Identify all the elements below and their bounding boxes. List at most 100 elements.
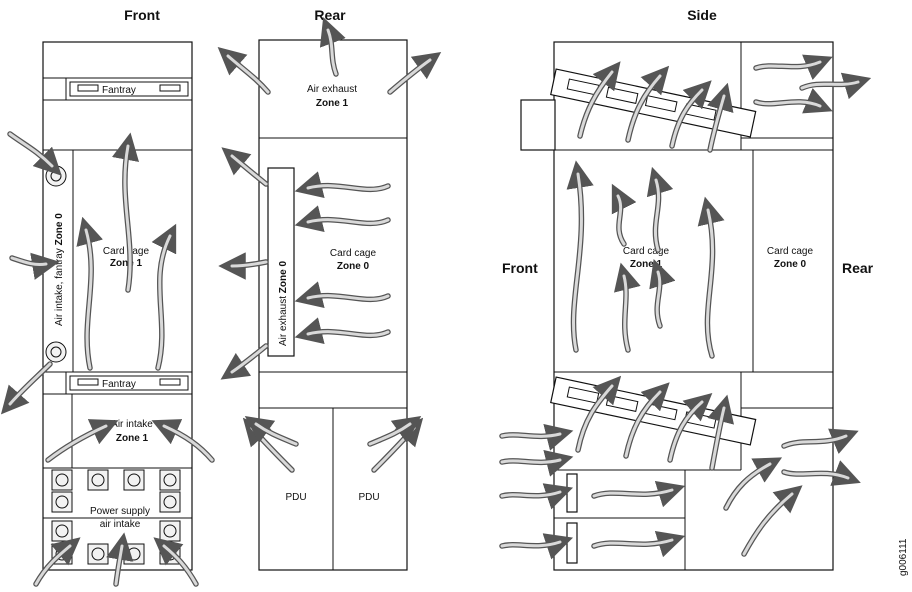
- airflow-arrow: [697, 196, 725, 359]
- front-fantray-top-label: Fantray: [102, 85, 136, 96]
- airflow-arrow: [76, 216, 103, 371]
- side-view: Side Card cage Zone 1: [502, 7, 874, 571]
- side-card-cage-1-label: Card cage: [623, 246, 670, 257]
- rear-view: Rear Air exhaust Zone 0 Air exhaust Zone…: [258, 7, 408, 571]
- airflow-arrows: [0, 17, 872, 587]
- front-chassis: [42, 41, 193, 571]
- front-side-label: Air intake, fantray Zone 0: [54, 213, 65, 326]
- airflow-arrow: [591, 480, 686, 508]
- airflow-arrow: [575, 375, 622, 453]
- airflow-arrow: [781, 460, 861, 486]
- rear-side-label: Air exhaust Zone 0: [278, 261, 289, 346]
- side-front-handle: [520, 99, 556, 151]
- airflow-arrow: [9, 252, 60, 280]
- airflow-arrow: [319, 17, 346, 77]
- airflow-arrow: [753, 54, 833, 80]
- fan-icon: [51, 469, 73, 491]
- fan-icon: [159, 520, 181, 542]
- airflow-arrow: [577, 61, 621, 139]
- airflow-arrow: [499, 449, 574, 477]
- rear-pdu-left-label: PDU: [285, 492, 306, 503]
- rear-pdu-right-label: PDU: [358, 492, 379, 503]
- airflow-arrow: [799, 72, 872, 100]
- airflow-arrow: [151, 223, 177, 371]
- airflow-arrow: [753, 88, 833, 114]
- airflow-arrow: [153, 537, 199, 587]
- airflow-arrow: [218, 252, 269, 280]
- airflow-arrow: [0, 361, 53, 415]
- airflow-arrow: [387, 52, 442, 95]
- front-view: Front Fantray Fantray: [42, 7, 193, 571]
- side-psu-handle-bottom: [566, 522, 578, 564]
- side-front-label: Front: [502, 260, 538, 276]
- airflow-arrow: [781, 428, 859, 454]
- airflow-arrow: [7, 131, 62, 176]
- airflow-arrow: [499, 533, 574, 560]
- front-air-intake-zone: Zone 1: [116, 433, 149, 444]
- airflow-arrow: [669, 80, 712, 149]
- airflow-arrow: [244, 416, 299, 447]
- fan-icon: [123, 469, 145, 491]
- airflow-arrow: [723, 457, 783, 511]
- rear-exhaust-zone0-panel: [267, 167, 295, 357]
- airflow-arrow: [220, 343, 269, 380]
- fan-icon: [87, 469, 109, 491]
- airflow-arrow: [499, 423, 574, 451]
- airflow-arrow: [741, 485, 803, 557]
- front-fantray-bottom-label: Fantray: [102, 379, 136, 390]
- airflow-arrow: [611, 183, 637, 247]
- fan-icon: [51, 491, 73, 513]
- fan-icon: [159, 491, 181, 513]
- airflow-arrow: [294, 171, 391, 199]
- side-rear-label: Rear: [842, 260, 874, 276]
- airflow-arrow: [667, 392, 713, 463]
- airflow-arrow: [294, 317, 391, 345]
- side-card-cage-1-zone: Zone 1: [630, 259, 663, 270]
- airflow-arrow: [221, 147, 269, 187]
- rear-card-cage-label: Card cage: [330, 248, 377, 259]
- airflow-arrow: [646, 166, 674, 253]
- rear-air-exhaust-zone: Zone 1: [316, 98, 349, 109]
- fan-icon: [159, 469, 181, 491]
- front-air-intake-label: Air intake: [111, 419, 153, 430]
- airflow-arrow: [707, 394, 735, 471]
- airflow-arrow: [623, 382, 670, 459]
- fan-icon: [123, 543, 145, 565]
- airflow-arrow: [294, 281, 391, 309]
- airflow-arrow: [499, 483, 574, 510]
- side-card-cage-0-zone: Zone 0: [774, 259, 807, 270]
- side-chassis: [553, 41, 834, 571]
- front-fantray-top: Fantray: [69, 81, 189, 97]
- figure-id: g006111: [898, 538, 909, 576]
- front-power-supply-label-2: air intake: [100, 519, 141, 530]
- airflow-arrow: [106, 532, 134, 587]
- fan-icon: [51, 520, 73, 542]
- airflow-arrow: [33, 537, 81, 587]
- rear-view-title: Rear: [314, 7, 346, 23]
- front-power-supply-label: Power supply: [90, 506, 150, 517]
- airflow-arrow: [217, 46, 271, 95]
- airflow-arrow: [707, 82, 734, 153]
- airflow-arrow: [591, 530, 686, 558]
- front-card-cage-label: Card cage: [103, 246, 150, 257]
- rear-air-exhaust-label: Air exhaust: [307, 84, 357, 95]
- airflow-arrow: [625, 65, 670, 143]
- airflow-arrow: [566, 160, 594, 353]
- airflow-arrow: [367, 416, 422, 447]
- side-card-cage-0-label: Card cage: [767, 246, 814, 257]
- airflow-arrow: [649, 258, 676, 329]
- airflow-arrow: [151, 419, 215, 463]
- fan-icon: [45, 341, 67, 363]
- front-card-cage-zone: Zone 1: [110, 258, 143, 269]
- side-view-title: Side: [687, 7, 717, 23]
- rear-card-cage-zone: Zone 0: [337, 261, 370, 272]
- airflow-arrow: [45, 419, 119, 463]
- front-fantray-bottom: Fantray: [69, 375, 189, 391]
- fan-icon: [45, 165, 67, 187]
- side-psu-handle-top: [566, 473, 578, 513]
- airflow-arrow: [294, 205, 391, 233]
- airflow-arrow: [613, 262, 641, 353]
- front-view-title: Front: [124, 7, 160, 23]
- airflow-arrow: [111, 132, 140, 293]
